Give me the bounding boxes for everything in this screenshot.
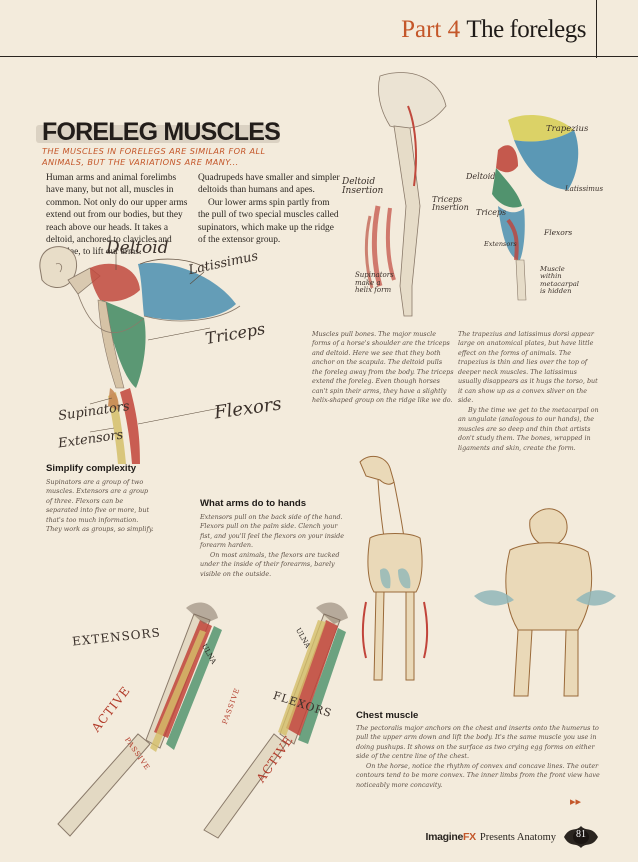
label-muscle-hidden-line2: within (540, 272, 562, 281)
label-deltoid-horse: Deltoid (466, 172, 496, 181)
human-arm-illustration (39, 246, 241, 464)
caption-muscles-pull: Muscles pull bones. The major muscle for… (312, 330, 454, 405)
arms-body: Extensors pull on the back side of the h… (200, 513, 350, 579)
label-extensors-horse: Extensors (484, 240, 517, 248)
label-triceps-insertion: Triceps Insertion (432, 195, 469, 213)
chest-body-p2: On the horse, notice the rhythm of conve… (356, 761, 600, 789)
part-number: Part 4 (401, 16, 461, 43)
header-divider (0, 56, 638, 57)
label-muscle-hidden-line1: Muscle (540, 265, 565, 273)
crest-icon (564, 826, 598, 848)
part-name: The forelegs (466, 16, 586, 43)
header-vertical-rule (596, 0, 597, 58)
label-deltoid: Deltoid (106, 238, 169, 258)
label-flexors-horse: Flexors (544, 228, 573, 237)
label-supinators-helix-line1: Supinators (355, 271, 394, 279)
label-triceps-insertion-line2: Insertion (432, 203, 469, 213)
caption-trapezius: The trapezius and latissimus dorsi appea… (458, 330, 600, 453)
label-latissimus-horse: Latissimus (565, 185, 604, 193)
label-deltoid-insertion-line1: Deltoid (342, 177, 376, 187)
label-supinators-helix-line2: make a (355, 278, 381, 287)
title-highlight (36, 125, 280, 143)
caption-trapezius-p1: The trapezius and latissimus dorsi appea… (458, 330, 598, 405)
caption-trapezius-p2: By the time we get to the metacarpal on … (458, 405, 599, 452)
horse-front-illustration (359, 455, 428, 681)
page-subtitle: The muscles in forelegs are similar for … (42, 146, 266, 168)
arms-body-p2: On most animals, the flexors are tucked … (200, 550, 340, 578)
footer: ImagineFX Presents Anatomy 81 (425, 822, 600, 852)
arms-heading: What arms do to hands (200, 498, 307, 509)
label-triceps-horse: Triceps (476, 208, 507, 217)
label-deltoid-insertion-line2: Insertion (342, 186, 384, 197)
footer-brand-imagine: Imagine (425, 831, 464, 843)
section-title: Part 4 The forelegs (401, 16, 586, 44)
intro-col2-para2: Our lower arms spin partly from the pull… (198, 197, 339, 246)
page-number-badge: 81 (562, 822, 600, 852)
intro-col2-para1: Quadrupeds have smaller and simpler delt… (198, 173, 340, 196)
footer-brand-fx: FX (463, 831, 476, 843)
label-muscle-hidden-line4: is hidden (540, 286, 572, 295)
arms-body-p1: Extensors pull on the back side of the h… (200, 513, 345, 550)
label-supinators-helix-line3: helix form (355, 286, 392, 295)
label-supinators-helix: Supinators make a helix form (355, 271, 394, 295)
forearm-muscle-diagram (57, 602, 348, 839)
page-number: 81 (576, 829, 586, 840)
footer-presents: Presents Anatomy (479, 831, 556, 843)
lion-illustration (474, 508, 616, 697)
label-deltoid-insertion: Deltoid Insertion (342, 177, 384, 197)
chest-body-p1: The pectoralis major anchors on the ches… (356, 724, 599, 761)
label-muscle-hidden: Muscle within metacarpal is hidden (540, 265, 579, 295)
footer-brand: ImagineFX (425, 831, 476, 843)
page-title: FORELEG MUSCLES (42, 118, 281, 146)
label-trapezius: Trapezius (546, 124, 589, 134)
label-muscle-hidden-line3: metacarpal (540, 279, 579, 288)
intro-column-2: Quadrupeds have smaller and simpler delt… (198, 172, 342, 246)
label-triceps-insertion-line1: Triceps (432, 195, 463, 204)
horse-leg-side-illustration (364, 72, 447, 317)
chest-body: The pectoralis major anchors on the ches… (356, 724, 600, 790)
simplify-body: Supinators are a group of two muscles. E… (46, 478, 154, 534)
horse-shoulder-muscles-illustration (492, 115, 579, 301)
next-page-arrow-icon[interactable]: ▸▸ (570, 795, 582, 808)
chest-heading: Chest muscle (356, 710, 419, 721)
simplify-heading: Simplify complexity (46, 463, 137, 474)
intro-column-1: Human arms and animal forelimbs have man… (46, 173, 188, 258)
